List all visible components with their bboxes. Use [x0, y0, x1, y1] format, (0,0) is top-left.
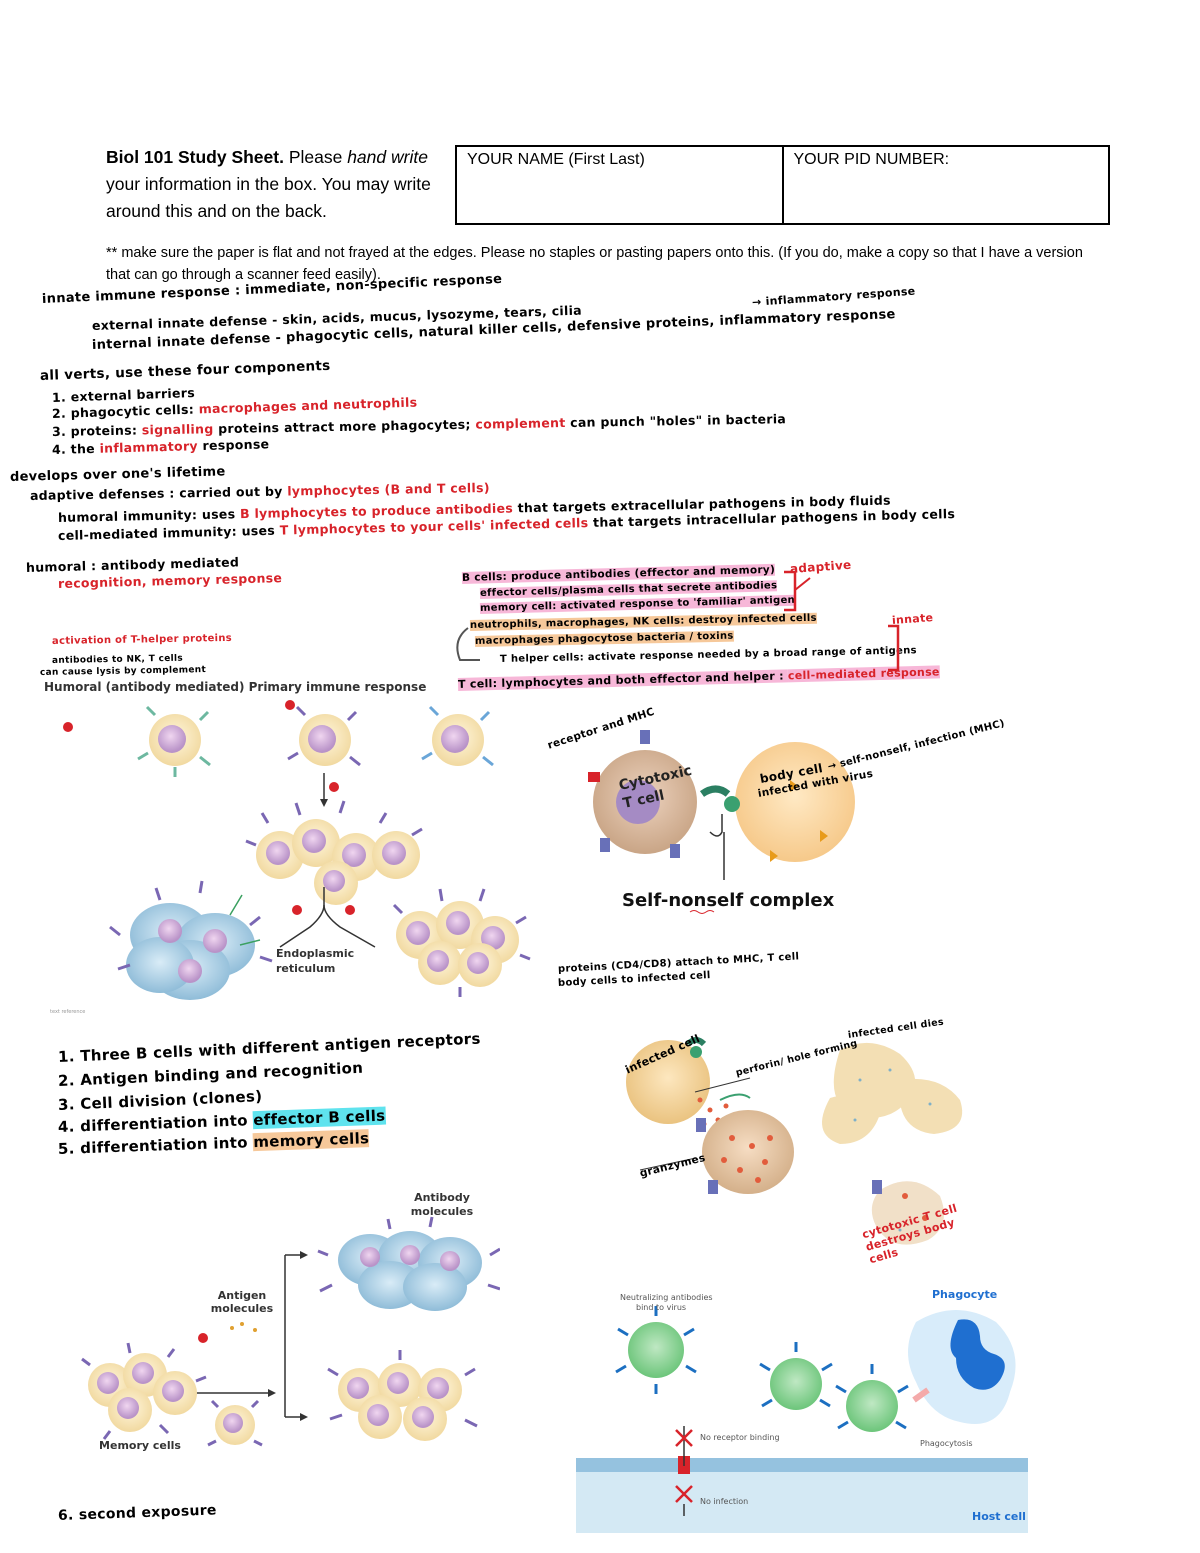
plasma-cluster-2 [317, 1216, 500, 1311]
step-marker-1 [63, 722, 73, 732]
step-1: 1. Three B cells with different antigen … [57, 1029, 482, 1066]
t: proteins attract more phagocytes; [213, 416, 476, 437]
pid-label: YOUR PID NUMBER: [793, 151, 950, 168]
plasma-cells [109, 880, 273, 1000]
b-cell-1 [137, 705, 211, 777]
second-exposure: 6. second exposure [57, 1502, 217, 1524]
dying-cells [822, 1042, 963, 1144]
cytotoxic-cell [702, 1110, 794, 1194]
clone-cluster [245, 800, 423, 905]
item-4: 4. the inflammatory response [52, 436, 270, 457]
b-cell-3 [421, 705, 494, 767]
t: effector B cells [252, 1106, 386, 1130]
item-2-red: macrophages and neutrophils [198, 394, 418, 417]
t: humoral immunity: uses [57, 506, 241, 525]
self-nonself-label: Self-nonself complex [622, 890, 835, 911]
item-2-label: 2. phagocytic cells: [51, 401, 199, 421]
humoral-figure-title: Humoral (antibody mediated) Primary immu… [44, 680, 427, 694]
memory-cluster-2 [327, 1350, 478, 1441]
step-marker-6 [198, 1333, 208, 1343]
t: 5. differentiation into [57, 1133, 254, 1158]
all-verts: all verts, use these four components [39, 357, 331, 384]
b-cell-2 [287, 705, 361, 767]
single-memory-cell [207, 1399, 263, 1447]
memory-cells-group [81, 1342, 207, 1440]
instruction-note: ** make sure the paper is flat and not f… [106, 245, 1083, 283]
bind-virus-label: bind to virus [636, 1303, 686, 1312]
infected-cell [626, 1040, 710, 1124]
antibody-molecules-label: molecules [411, 1205, 474, 1218]
inflammatory-side-note: → inflammatory response [751, 284, 916, 309]
activation-note: activation of T-helper proteins [51, 632, 233, 647]
no-infection-label: No infection [700, 1497, 748, 1506]
intro-italic: hand write [347, 147, 428, 167]
antigen-molecules-label: molecules [211, 1302, 274, 1315]
memory-cells-label: Memory cells [99, 1439, 181, 1452]
t: response [197, 436, 270, 454]
no-receptor-label: No receptor binding [700, 1433, 780, 1442]
memory-cluster [392, 888, 531, 997]
phagocyte-cell [908, 1310, 1016, 1424]
intro-text: Biol 101 Study Sheet. Please hand write … [106, 144, 446, 225]
step-3: 3. Cell division (clones) [57, 1087, 263, 1114]
humoral-diagram: Endoplasmic reticulum text reference [50, 700, 531, 1015]
infected-body-cell [735, 742, 855, 862]
endoplasmic-label: Endoplasmic [276, 947, 354, 960]
t: memory cells [252, 1129, 370, 1152]
host-cell-label: Host cell [972, 1510, 1026, 1523]
cell-lysis-diagram [626, 1037, 963, 1245]
t: 4. the [51, 440, 100, 457]
intro-part: your information in the box. You may wri… [106, 174, 431, 221]
svg-text:text reference: text reference [50, 1009, 85, 1015]
sheet-title: Biol 101 Study Sheet. [106, 147, 284, 167]
pid-field[interactable]: YOUR PID NUMBER: [781, 147, 1109, 223]
complement-note: can cause lysis by complement [39, 665, 207, 678]
neutralization-diagram: Neutralizing antibodies bind to virus No… [576, 1288, 1028, 1533]
t: 4. differentiation into [57, 1111, 254, 1136]
t: can punch "holes" in bacteria [565, 411, 787, 431]
lysed-cell [871, 1180, 944, 1245]
phagocytosis-label: Phagocytosis [920, 1439, 973, 1448]
intro-part: Please [283, 147, 348, 167]
antibody-label: Antibody [414, 1191, 470, 1204]
virus-1 [615, 1306, 697, 1394]
t: cell-mediated immunity: uses [57, 522, 280, 543]
phagocyte-label: Phagocyte [932, 1288, 997, 1301]
self-nonself-diagram: Cytotoxic T cell Self-nonself complex [588, 730, 855, 914]
bracket-marks [456, 570, 900, 672]
info-box: YOUR NAME (First Last) YOUR PID NUMBER: [455, 145, 1110, 225]
name-label: YOUR NAME (First Last) [467, 151, 645, 168]
antigen-label: Antigen [218, 1289, 267, 1302]
virus-3 [835, 1364, 909, 1432]
name-field[interactable]: YOUR NAME (First Last) [457, 147, 782, 223]
t: lymphocytes (B and T cells) [287, 479, 490, 499]
t: complement [475, 415, 566, 432]
secondary-response-diagram: Antibody molecules Antigen molecules Mem… [81, 1191, 500, 1452]
virus-2 [759, 1342, 833, 1410]
reticulum-label: reticulum [276, 962, 335, 975]
nk-note: antibodies to NK, T cells [51, 653, 184, 666]
t: signalling [141, 421, 214, 438]
t: 3. proteins: [51, 422, 142, 439]
t: inflammatory [99, 438, 199, 456]
develops-lifetime: develops over one's lifetime [9, 464, 226, 485]
t: adaptive defenses : carried out by [29, 483, 288, 503]
adaptive-defenses: adaptive defenses : carried out by lymph… [30, 480, 490, 503]
neutralizing-label: Neutralizing antibodies [620, 1293, 713, 1302]
